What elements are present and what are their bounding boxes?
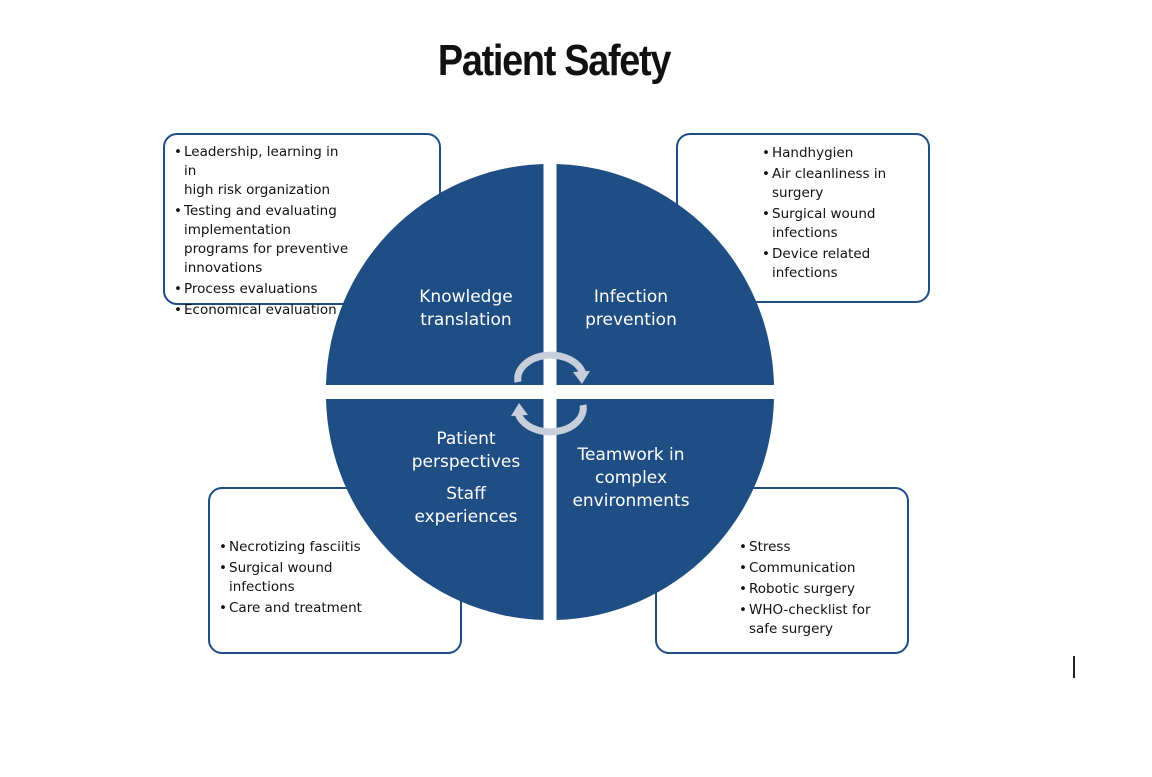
- list-item: Testing and evaluating implementation pr…: [174, 202, 354, 278]
- list-item: Surgical wound infections: [219, 559, 379, 597]
- list-item: Necrotizing fasciitis: [219, 538, 379, 557]
- list-item: Process evaluations: [174, 280, 354, 299]
- text-cursor: [1073, 656, 1075, 678]
- teamwork-list: Stress Communication Robotic surgery WHO…: [739, 538, 904, 641]
- quadrant-patient-perspectives: [326, 399, 544, 620]
- list-item: WHO-checklist for safe surgery: [739, 601, 904, 639]
- label-patient-perspectives: Patient perspectives: [411, 429, 521, 472]
- knowledge-translation-box: Leadership, learning in in high risk org…: [163, 133, 441, 318]
- page-title: Patient Safety: [437, 36, 671, 85]
- knowledge-translation-list: Leadership, learning in in high risk org…: [174, 143, 354, 322]
- label-teamwork: Teamwork in complex environments: [572, 445, 690, 511]
- list-item: Robotic surgery: [739, 580, 904, 599]
- list-item: Stress: [739, 538, 904, 557]
- patient-perspectives-list: Necrotizing fasciitis Surgical wound inf…: [219, 538, 379, 620]
- circular-arrows-icon: [511, 351, 590, 436]
- list-item: Economical evaluation: [174, 301, 354, 320]
- label-infection-prevention: Infection prevention: [585, 287, 677, 330]
- quadrant-infection-prevention: [556, 164, 774, 385]
- list-item: Surgical wound infections: [762, 205, 922, 243]
- quadrant-knowledge-translation: [326, 164, 544, 385]
- list-item: Communication: [739, 559, 904, 578]
- list-item: Care and treatment: [219, 599, 379, 618]
- label-staff-experiences: Staff experiences: [414, 484, 518, 527]
- label-knowledge-translation: Knowledge translation: [419, 287, 513, 330]
- list-item: Device related infections: [762, 245, 922, 283]
- list-item: Leadership, learning in in high risk org…: [174, 143, 354, 200]
- list-item: Air cleanliness in surgery: [762, 165, 922, 203]
- infection-prevention-list: Handhygien Air cleanliness in surgery Su…: [762, 144, 922, 285]
- list-item: Handhygien: [762, 144, 922, 163]
- quadrant-teamwork: [556, 399, 774, 620]
